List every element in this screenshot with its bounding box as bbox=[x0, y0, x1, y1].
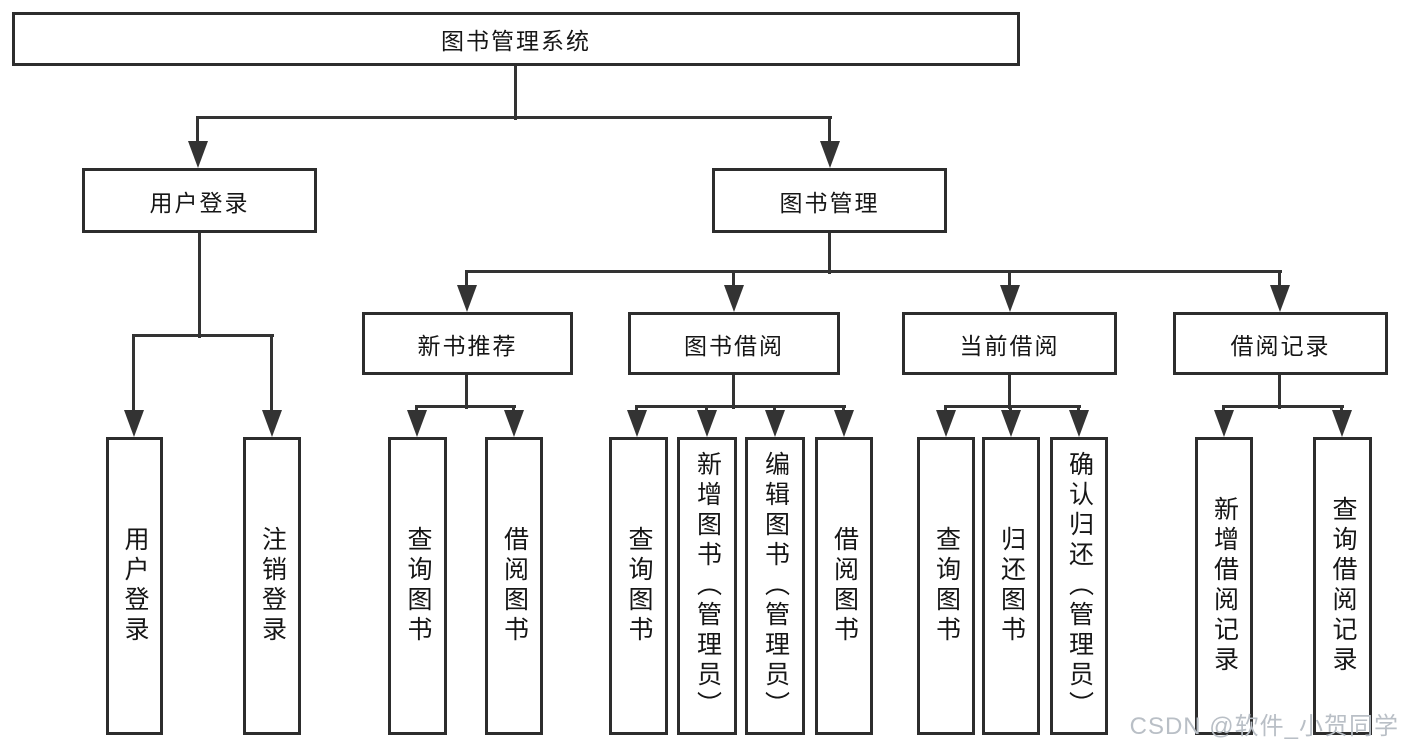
node-label: 借阅图书 bbox=[500, 526, 529, 646]
leaf-confirm-return-admin: 确认归还（管理员） bbox=[1050, 437, 1108, 735]
leaf-return-books: 归还图书 bbox=[982, 437, 1040, 735]
arrow-down-icon bbox=[697, 410, 717, 437]
arrow-down-icon bbox=[457, 285, 477, 312]
watermark-text: CSDN @软件_小贺同学 bbox=[1129, 713, 1399, 740]
connector-line bbox=[732, 375, 735, 409]
connector-line bbox=[132, 334, 274, 337]
connector-line bbox=[196, 118, 199, 148]
node-label: 借阅图书 bbox=[830, 526, 859, 646]
connector-line bbox=[415, 405, 516, 408]
connector-line bbox=[465, 272, 468, 290]
node-label: 注销登录 bbox=[258, 526, 287, 646]
arrow-down-icon bbox=[504, 410, 524, 437]
connector-line bbox=[1008, 375, 1011, 409]
node-library-management-system: 图书管理系统 bbox=[12, 12, 1020, 66]
leaf-logout: 注销登录 bbox=[243, 437, 301, 735]
node-label: 用户登录 bbox=[121, 526, 149, 646]
arrow-down-icon bbox=[1332, 410, 1352, 437]
leaf-borrow-books: 借阅图书 bbox=[815, 437, 873, 735]
node-label: 归还图书 bbox=[997, 526, 1026, 646]
node-label: 新增图书（管理员） bbox=[693, 451, 722, 721]
arrow-down-icon bbox=[1069, 410, 1089, 437]
leaf-query-books: 查询图书 bbox=[388, 437, 447, 735]
node-label: 新书推荐 bbox=[417, 332, 518, 359]
connector-line bbox=[196, 116, 832, 119]
connector-line bbox=[1278, 375, 1281, 409]
arrow-down-icon bbox=[262, 410, 282, 437]
connector-line bbox=[828, 233, 831, 274]
node-borrowing-records: 借阅记录 bbox=[1173, 312, 1388, 375]
arrow-down-icon bbox=[124, 410, 144, 437]
node-book-management: 图书管理 bbox=[712, 168, 947, 233]
node-label: 图书管理系统 bbox=[441, 28, 591, 54]
connector-line bbox=[514, 66, 517, 120]
node-label: 新增借阅记录 bbox=[1210, 496, 1239, 676]
node-label: 查询借阅记录 bbox=[1329, 496, 1357, 676]
connector-line bbox=[465, 270, 1282, 273]
connector-line bbox=[132, 336, 135, 414]
leaf-query-books: 查询图书 bbox=[609, 437, 668, 735]
leaf-query-books: 查询图书 bbox=[917, 437, 975, 735]
node-new-book-recommend: 新书推荐 bbox=[362, 312, 573, 375]
connector-line bbox=[1008, 272, 1011, 290]
node-label: 确认归还（管理员） bbox=[1065, 451, 1094, 721]
connector-line bbox=[732, 272, 735, 290]
node-label: 查询图书 bbox=[404, 526, 432, 646]
connector-line bbox=[198, 233, 201, 338]
connector-line bbox=[828, 118, 831, 148]
connector-line bbox=[635, 405, 846, 408]
connector-line bbox=[1222, 405, 1344, 408]
node-label: 借阅记录 bbox=[1230, 332, 1331, 359]
node-label: 查询图书 bbox=[932, 526, 961, 646]
node-label: 查询图书 bbox=[625, 526, 653, 646]
leaf-add-books-admin: 新增图书（管理员） bbox=[677, 437, 737, 735]
leaf-query-borrow-record: 查询借阅记录 bbox=[1313, 437, 1372, 735]
arrow-down-icon bbox=[188, 141, 208, 168]
arrow-down-icon bbox=[820, 141, 840, 168]
arrow-down-icon bbox=[1214, 410, 1234, 437]
connector-line bbox=[944, 405, 1081, 408]
node-label: 用户登录 bbox=[149, 189, 250, 216]
arrow-down-icon bbox=[724, 285, 744, 312]
arrow-down-icon bbox=[407, 410, 427, 437]
node-label: 编辑图书（管理员） bbox=[761, 451, 790, 721]
node-label: 图书借阅 bbox=[684, 332, 784, 359]
arrow-down-icon bbox=[627, 410, 647, 437]
arrow-down-icon bbox=[936, 410, 956, 437]
arrow-down-icon bbox=[1270, 285, 1290, 312]
leaf-user-login: 用户登录 bbox=[106, 437, 163, 735]
arrow-down-icon bbox=[834, 410, 854, 437]
node-current-borrowing: 当前借阅 bbox=[902, 312, 1117, 375]
arrow-down-icon bbox=[1001, 410, 1021, 437]
node-book-borrowing: 图书借阅 bbox=[628, 312, 840, 375]
arrow-down-icon bbox=[1000, 285, 1020, 312]
node-label: 当前借阅 bbox=[959, 332, 1060, 359]
arrow-down-icon bbox=[765, 410, 785, 437]
node-user-login: 用户登录 bbox=[82, 168, 317, 233]
node-label: 图书管理 bbox=[779, 189, 880, 216]
leaf-borrow-books: 借阅图书 bbox=[485, 437, 543, 735]
leaf-edit-books-admin: 编辑图书（管理员） bbox=[745, 437, 805, 735]
connector-line bbox=[270, 336, 273, 414]
connector-line bbox=[1278, 272, 1281, 290]
leaf-add-borrow-record: 新增借阅记录 bbox=[1195, 437, 1253, 735]
connector-line bbox=[465, 375, 468, 409]
